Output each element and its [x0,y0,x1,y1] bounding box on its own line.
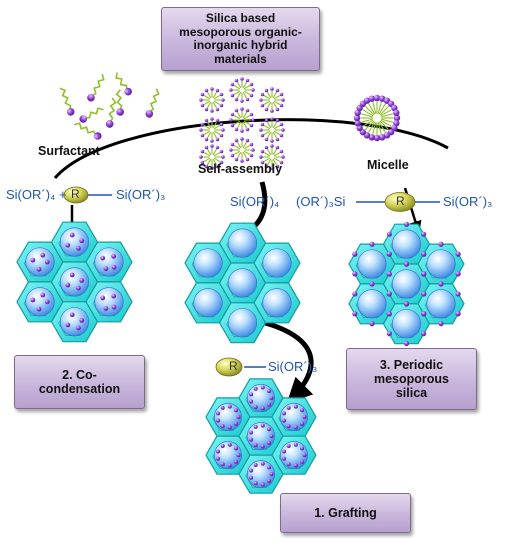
grafting-box: 1. Grafting [280,493,411,533]
right-formula-right: Si(OR´)₃ [443,194,493,209]
self-assembly-label: Self-assembly [198,162,283,176]
micelle-array [199,77,401,170]
graft-formula: Si(OR´)₃ [268,359,318,374]
micelle-icon [229,107,255,133]
micelle-icon [259,144,285,170]
periodic-mesoporous-box: 3. Periodic mesoporous silica [346,348,477,410]
surfactant-molecule-icon [79,107,104,123]
micelle-icon [199,144,225,170]
surfactant-molecule-icon [59,87,75,116]
r-group-icon [384,192,416,212]
arrow-to-grafting-icon [261,319,314,404]
co-condensation-box: 2. Co- condensation [14,355,145,409]
surfactant-label: Surfactant [38,144,100,158]
right-formula-left: (OR´)₃Si [296,194,346,209]
surfactant-molecule-icon [145,88,160,118]
hexagonal-pore-icon [348,221,465,347]
surfactant-molecule-icon [115,89,124,116]
surfactant-molecule-icon [105,97,117,128]
micelle-icon [229,137,255,163]
left-reactant-formula: Si(OR´)₄ + [6,187,67,202]
surfactant-molecule-icon [115,72,132,96]
hexagonal-arrays [16,221,465,494]
surfactant-molecules [59,72,160,140]
micelle-icon [259,87,285,113]
surfactant-molecule-icon [74,122,102,140]
right-r-label: R [396,194,405,208]
graft-r-label: R [229,359,238,373]
hexagonal-pore-icon [205,378,317,494]
r-group-icon [63,186,89,204]
surfactant-molecule-icon [87,74,105,102]
title-box: Silica based mesoporous organic- inorgan… [161,7,320,71]
micelle-icon [199,117,225,143]
left-r-label: R [71,187,80,201]
bond-lines [86,194,440,368]
micelle-icon [199,87,225,113]
hexagonal-pore-icon [16,221,133,343]
r-group-beads [63,186,416,377]
micelle-icon [229,77,255,103]
micelle-label: Micelle [367,158,409,172]
hexagonal-pore-icon [184,222,301,344]
micelle-icon [353,94,401,142]
middle-formula: Si(OR´)₄ [230,194,280,209]
r-group-icon [215,357,243,377]
micelle-icon [259,117,285,143]
left-product-formula: Si(OR´)₃ [116,187,166,202]
